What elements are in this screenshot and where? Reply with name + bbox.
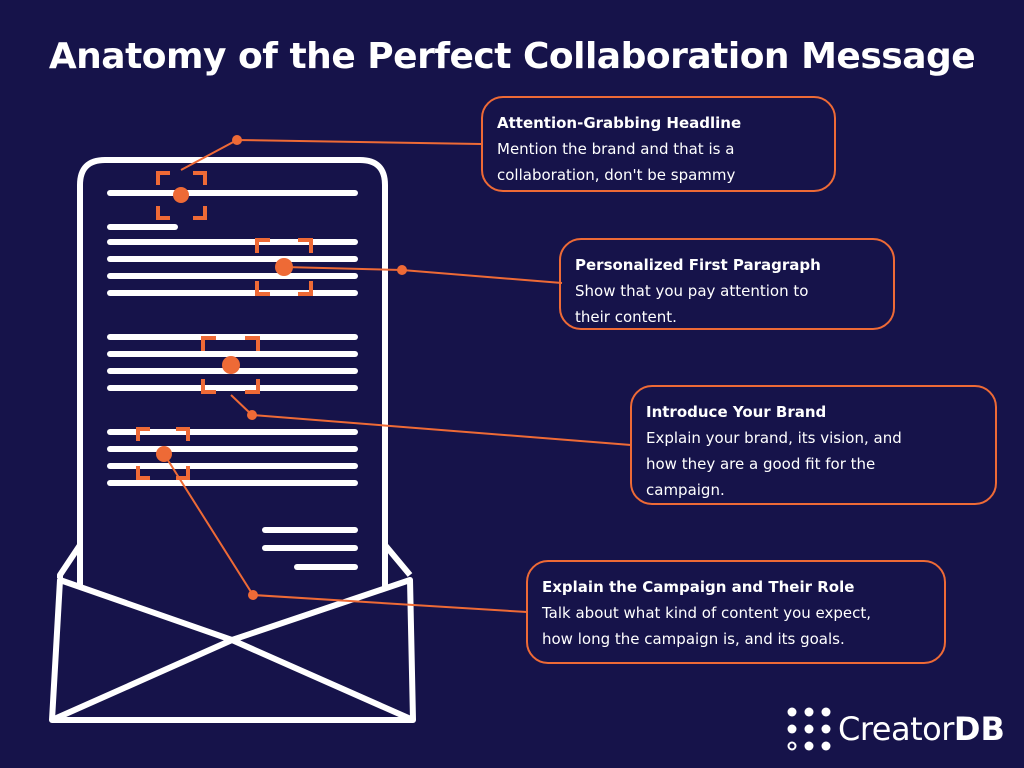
callout-title: Personalized First Paragraph — [575, 256, 821, 274]
callout-body: Talk about what kind of content you expe… — [542, 604, 872, 648]
focus-dot-4 — [156, 446, 172, 462]
logo-dots-icon — [787, 707, 831, 751]
callout-title: Introduce Your Brand — [646, 403, 827, 421]
callout-title: Explain the Campaign and Their Role — [542, 578, 855, 596]
callout-campaign-role: Explain the Campaign and Their Role Talk… — [526, 560, 946, 664]
logo-text-bold: DB — [953, 710, 1005, 748]
focus-target-1 — [156, 171, 207, 220]
envelope-back — [57, 543, 413, 578]
callout-body: Mention the brand and that is a collabor… — [497, 140, 736, 184]
focus-target-3 — [201, 336, 260, 394]
callout-body: Explain your brand, its vision, and how … — [646, 429, 902, 499]
envelope-front — [49, 577, 416, 723]
connector-dots — [232, 135, 407, 600]
page-title: Anatomy of the Perfect Collaboration Mes… — [48, 36, 976, 77]
focus-dot-1 — [173, 187, 189, 203]
envelope-flap-lines — [50, 637, 415, 723]
callout-first-paragraph: Personalized First Paragraph Show that y… — [559, 238, 895, 330]
letter-lines — [107, 190, 358, 570]
focus-target-2 — [255, 238, 313, 296]
callout-body: Show that you pay attention to their con… — [575, 282, 809, 326]
callout-title: Attention-Grabbing Headline — [497, 114, 742, 132]
logo-text-light: Creator — [838, 710, 954, 748]
focus-dot-3 — [222, 356, 240, 374]
callout-headline: Attention-Grabbing Headline Mention the … — [481, 96, 836, 192]
callout-introduce-brand: Introduce Your Brand Explain your brand,… — [630, 385, 997, 505]
focus-dot-2 — [275, 258, 293, 276]
focus-target-4 — [136, 427, 190, 480]
